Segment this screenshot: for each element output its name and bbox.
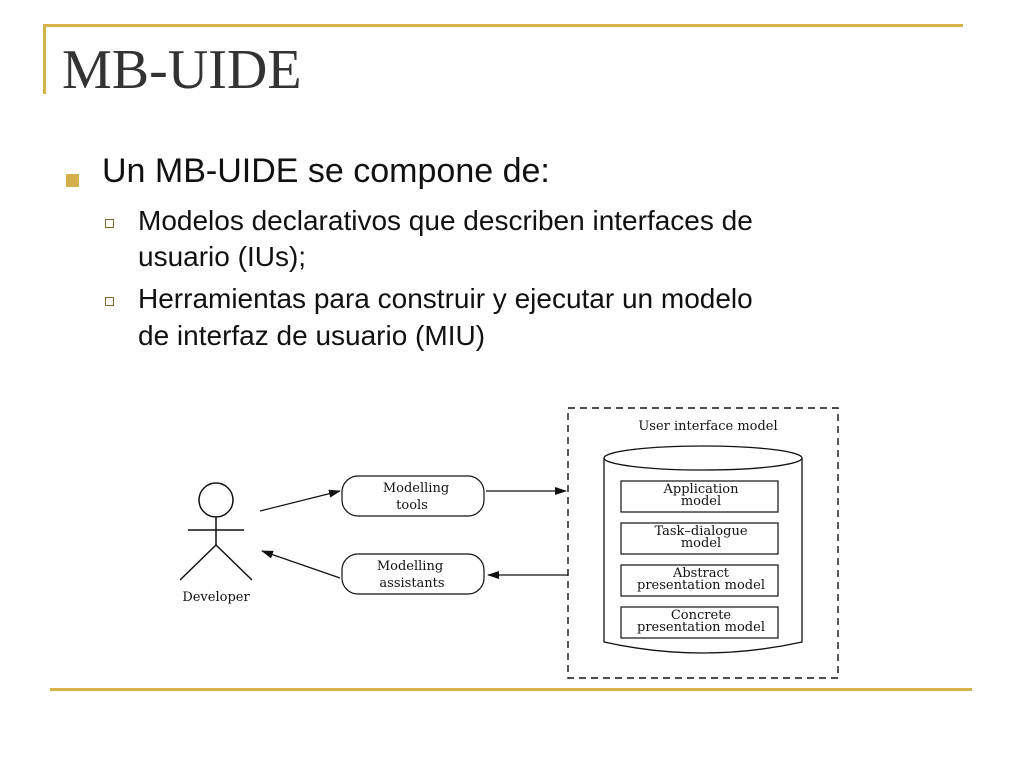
actor-right-leg bbox=[215, 544, 253, 581]
model-label: presentation model bbox=[637, 620, 765, 635]
sub-bullet: Herramientas para construir y ejecutar u… bbox=[62, 281, 982, 354]
modelling-tools-box bbox=[341, 475, 485, 517]
sub-bullet: Modelos declarativos que describen inter… bbox=[62, 203, 982, 276]
sub-bullet-line: Modelos declarativos que describen inter… bbox=[138, 204, 753, 236]
modelling-assistants-label: Modelling bbox=[377, 559, 443, 574]
developer-label: Developer bbox=[182, 590, 250, 605]
frame-line-bottom bbox=[50, 688, 972, 691]
sub-bullet-line: Herramientas para construir y ejecutar u… bbox=[138, 283, 753, 315]
slide-title: MB-UIDE bbox=[62, 39, 302, 101]
user-interface-model-container bbox=[567, 407, 839, 679]
model-label: model bbox=[681, 536, 721, 551]
sub-bullet-text: Herramientas para construir y ejecutar u… bbox=[138, 281, 982, 354]
model-label: model bbox=[681, 494, 721, 509]
developer-actor bbox=[179, 482, 253, 581]
actor-left-leg bbox=[179, 544, 217, 581]
arrow-assistants-to-developer bbox=[261, 550, 341, 579]
concrete-presentation-model-box bbox=[620, 606, 779, 639]
hollow-square-bullet-icon bbox=[105, 297, 114, 307]
model-label: Task–dialogue bbox=[654, 524, 747, 539]
actor-head bbox=[198, 482, 234, 518]
model-label: Concrete bbox=[671, 608, 732, 623]
task-dialogue-model-box bbox=[620, 522, 779, 555]
abstract-presentation-model-box bbox=[620, 564, 779, 597]
sub-bullet-line: de interfaz de usuario (MIU) bbox=[138, 319, 486, 351]
model-label: presentation model bbox=[637, 578, 765, 593]
cylinder-top bbox=[603, 445, 803, 471]
frame-line-top bbox=[43, 24, 963, 27]
application-model-box bbox=[620, 480, 779, 513]
bullet-main: Un MB-UIDE se compone de: bbox=[62, 150, 982, 193]
bullet-list: Un MB-UIDE se compone de: Modelos declar… bbox=[62, 150, 982, 354]
modelling-assistants-box bbox=[341, 553, 485, 595]
square-bullet-icon bbox=[66, 174, 79, 187]
sub-bullet-line: usuario (IUs); bbox=[138, 240, 307, 272]
hollow-square-bullet-icon bbox=[105, 218, 114, 228]
modelling-tools-label: tools bbox=[396, 498, 428, 513]
modelling-tools-label: Modelling bbox=[383, 481, 449, 496]
frame-line-vertical bbox=[43, 24, 46, 94]
arrow-developer-to-tools bbox=[259, 489, 341, 512]
container-title: User interface model bbox=[638, 419, 777, 434]
model-label: Abstract bbox=[672, 566, 730, 581]
bullet-main-text: Un MB-UIDE se compone de: bbox=[102, 152, 550, 190]
model-label: Application bbox=[663, 482, 740, 497]
sub-bullet-text: Modelos declarativos que describen inter… bbox=[138, 203, 982, 276]
modelling-assistants-label: assistants bbox=[379, 576, 444, 591]
